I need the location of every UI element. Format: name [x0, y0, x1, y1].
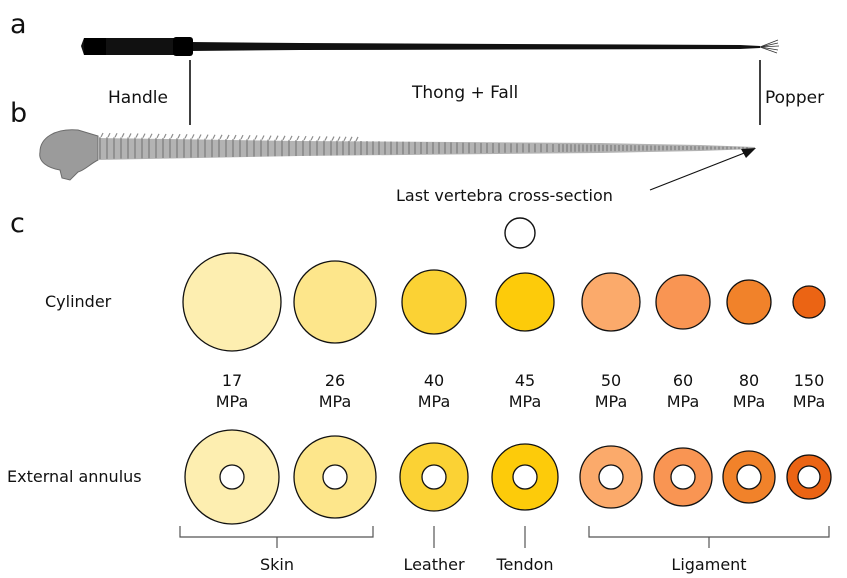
handle-label: Handle — [108, 88, 168, 108]
panel-label-b: b — [10, 98, 27, 129]
cylinder-40 — [401, 269, 467, 335]
modulus-value-45: 45 — [515, 371, 535, 390]
whip-illustration — [81, 37, 780, 56]
modulus-unit: MPa — [595, 392, 628, 411]
cylinder-26 — [293, 260, 377, 344]
cylinder-45 — [495, 272, 555, 332]
cylinder-150 — [792, 285, 826, 319]
modulus-unit: MPa — [216, 392, 249, 411]
cylinder-row — [182, 252, 826, 352]
cylinder-17 — [182, 252, 282, 352]
annulus-hole-150 — [797, 465, 821, 489]
annulus-hole-60 — [670, 464, 696, 490]
modulus-value-80: 80 — [739, 371, 759, 390]
modulus-unit: MPa — [793, 392, 826, 411]
modulus-unit: MPa — [667, 392, 700, 411]
group-label-tendon: Tendon — [495, 555, 553, 574]
annulus-row — [184, 429, 832, 525]
panel-label-a: a — [10, 9, 27, 40]
bracket-ligament — [588, 526, 830, 538]
tail-vertebrae-illustration — [39, 129, 755, 181]
group-brackets — [179, 526, 830, 548]
modulus-value-26: 26 — [325, 371, 345, 390]
row-label-cylinder: Cylinder — [45, 292, 112, 311]
modulus-value-40: 40 — [424, 371, 444, 390]
cylinder-50 — [581, 272, 641, 332]
annulus-hole-80 — [736, 464, 762, 490]
annulus-hole-45 — [512, 464, 538, 490]
modulus-value-60: 60 — [673, 371, 693, 390]
modulus-value-17: 17 — [222, 371, 242, 390]
modulus-unit: MPa — [319, 392, 352, 411]
thong-fall-label: Thong + Fall — [411, 83, 518, 103]
popper-label: Popper — [765, 88, 824, 108]
annulus-hole-40 — [421, 464, 447, 490]
cylinder-60 — [655, 274, 711, 330]
modulus-unit: MPa — [733, 392, 766, 411]
annotation-arrowhead — [741, 148, 756, 158]
group-label-skin: Skin — [260, 555, 294, 574]
modulus-value-50: 50 — [601, 371, 621, 390]
row-label-annulus: External annulus — [7, 467, 142, 486]
annulus-hole-17 — [219, 464, 245, 490]
modulus-unit: MPa — [509, 392, 542, 411]
last-vertebra-circle — [504, 217, 536, 249]
panel-label-c: c — [10, 208, 25, 239]
modulus-unit: MPa — [418, 392, 451, 411]
group-label-leather: Leather — [403, 555, 465, 574]
annotation-arrow-line — [649, 149, 753, 191]
annulus-hole-50 — [598, 464, 624, 490]
annulus-hole-26 — [322, 464, 348, 490]
group-label-ligament: Ligament — [671, 555, 746, 574]
cylinder-80 — [726, 279, 772, 325]
modulus-value-150: 150 — [794, 371, 825, 390]
annotation-text: Last vertebra cross-section — [396, 186, 613, 205]
bracket-skin — [179, 526, 374, 538]
